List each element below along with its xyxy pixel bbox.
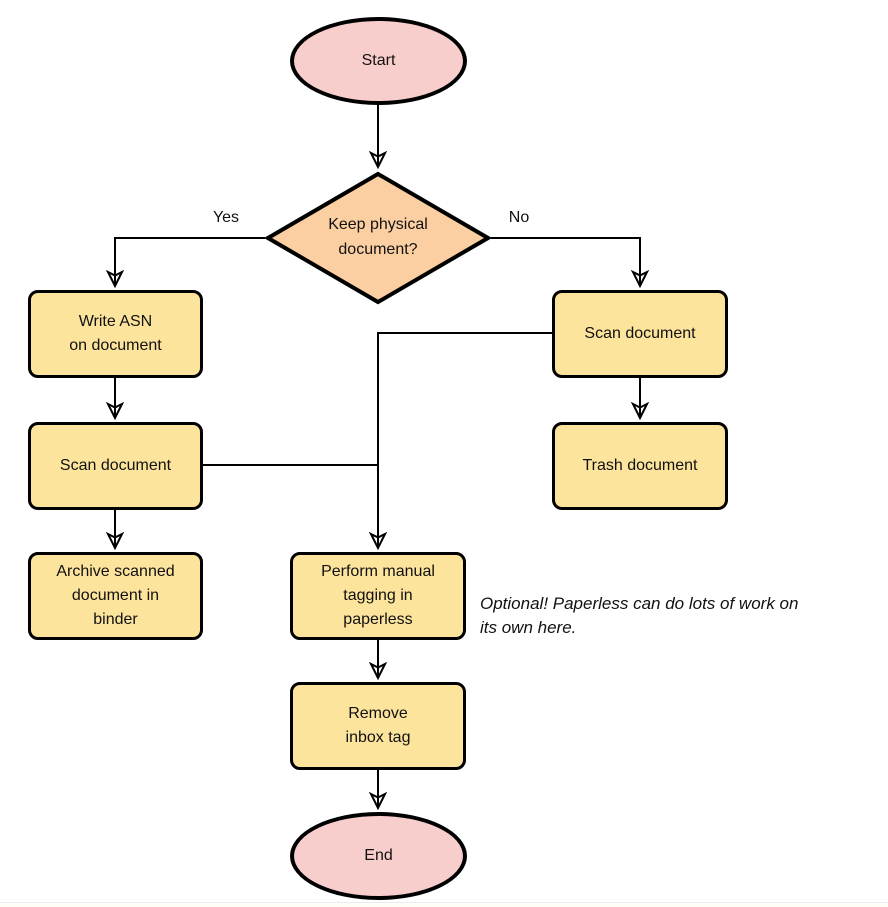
node-write-asn-label: Write ASN on document [69, 313, 162, 354]
node-scan-right-label: Scan document [584, 325, 696, 342]
edge-decision-yes-to-write-asn [115, 237, 265, 286]
node-write-asn-on-document: Write ASN on document [28, 290, 203, 378]
diamond-shape [265, 171, 491, 305]
node-archive-scanned-document: Archive scanned document in binder [28, 552, 203, 640]
node-trash-label: Trash document [582, 457, 698, 474]
optional-note: Optional! Paperless can do lots of work … [480, 594, 799, 637]
edge-scan-right-to-tagging [378, 332, 552, 548]
node-scan-document-left: Scan document [28, 422, 203, 510]
node-start-label: Start [361, 52, 396, 69]
edge-decision-no-to-scan-right [491, 237, 640, 286]
node-tagging-label: Perform manual tagging in paperless [321, 563, 435, 628]
edge-label-no: No [508, 209, 530, 226]
node-decision-label: Keep physical document? [328, 216, 428, 258]
edge-label-yes: Yes [212, 209, 240, 226]
page-bottom-edge [0, 902, 888, 907]
node-start: Start [290, 17, 467, 105]
node-remove-inbox-tag: Remove inbox tag [290, 682, 466, 770]
node-perform-manual-tagging: Perform manual tagging in paperless [290, 552, 466, 640]
node-scan-document-right: Scan document [552, 290, 728, 378]
node-archive-label: Archive scanned document in binder [56, 563, 175, 628]
node-end: End [290, 812, 467, 900]
node-end-label: End [364, 847, 393, 864]
node-decision-keep-physical-document: Keep physical document? [265, 171, 491, 305]
node-remove-inbox-label: Remove inbox tag [345, 705, 411, 746]
node-scan-left-label: Scan document [59, 457, 172, 474]
node-trash-document: Trash document [552, 422, 728, 510]
